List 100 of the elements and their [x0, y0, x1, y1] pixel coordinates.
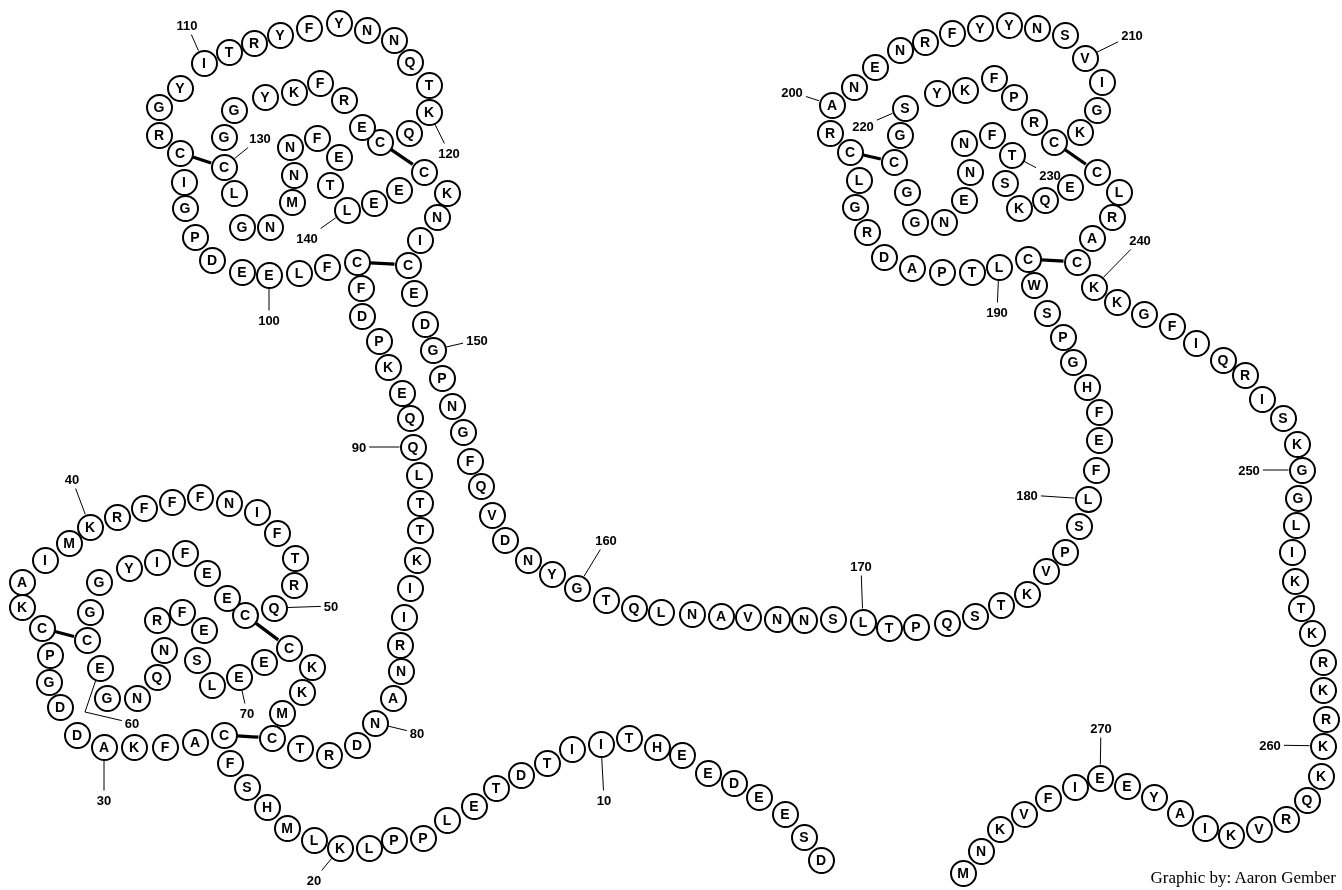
residue-number: 20 — [306, 873, 322, 887]
residue-circle: R — [145, 121, 173, 149]
residue-circle: F — [1082, 456, 1110, 484]
residue-circle: N — [123, 684, 151, 712]
residue-circle: E — [1086, 764, 1114, 792]
residue-circle: C — [210, 721, 238, 749]
residue-circle: I — [1278, 538, 1306, 566]
residue-circle: K — [326, 834, 354, 862]
residue-circle: N — [840, 73, 868, 101]
residue-circle: Q — [396, 48, 424, 76]
residue-circle: K — [1309, 732, 1337, 760]
residue-circle: E — [745, 783, 773, 811]
residue-circle: Q — [396, 404, 424, 432]
residue-circle: A — [181, 728, 209, 756]
residue-circle: M — [273, 814, 301, 842]
leader-line — [601, 757, 604, 791]
residue-circle: C — [1083, 158, 1111, 186]
residue-number: 30 — [96, 793, 112, 807]
residue-circle: F — [295, 14, 323, 42]
leader-line — [234, 147, 249, 159]
leader-line — [805, 96, 820, 102]
residue-circle: K — [415, 98, 443, 126]
credit-text: Graphic by: Aaron Gember — [1150, 868, 1336, 888]
disulfide-bond — [254, 621, 280, 642]
residue-circle: T — [998, 141, 1026, 169]
residue-circle: D — [491, 526, 519, 554]
residue-circle: N — [950, 129, 978, 157]
residue-circle: N — [380, 26, 408, 54]
residue-circle: F — [151, 733, 179, 761]
residue-circle: R — [1098, 203, 1126, 231]
residue-circle: P — [1049, 323, 1077, 351]
residue-circle: C — [275, 634, 303, 662]
residue-circle: K — [1217, 821, 1245, 849]
residue-circle: C — [1063, 248, 1091, 276]
residue-circle: C — [166, 139, 194, 167]
residue-circle: N — [956, 158, 984, 186]
residue-circle: N — [678, 600, 706, 628]
residue-circle: N — [353, 16, 381, 44]
residue-number: 190 — [986, 305, 1008, 319]
leader-line — [876, 112, 894, 121]
residue-circle: T — [286, 734, 314, 762]
residue-circle: K — [986, 815, 1014, 843]
residue-circle: G — [449, 418, 477, 446]
residue-circle: P — [365, 327, 393, 355]
residue-circle: K — [951, 76, 979, 104]
residue-circle: T — [1287, 594, 1315, 622]
leader-line — [368, 446, 400, 448]
residue-circle: E — [360, 189, 388, 217]
residue-circle: T — [482, 774, 510, 802]
residue-circle: D — [46, 693, 74, 721]
residue-circle: N — [276, 133, 304, 161]
residue-circle: V — [1032, 557, 1060, 585]
residue-circle: G — [419, 336, 447, 364]
residue-circle: F — [168, 598, 196, 626]
residue-circle: K — [433, 179, 461, 207]
residue-circle: D — [507, 761, 535, 789]
residue-circle: G — [563, 574, 591, 602]
residue-circle: A — [8, 568, 36, 596]
residue-circle: R — [386, 631, 414, 659]
disulfide-bond — [192, 155, 212, 165]
residue-circle: M — [278, 188, 306, 216]
residue-circle: Q — [933, 609, 961, 637]
residue-circle: K — [1307, 762, 1335, 790]
residue-circle: P — [1051, 538, 1079, 566]
residue-circle: Y — [1140, 783, 1168, 811]
residue-circle: G — [1130, 300, 1158, 328]
residue-number: 220 — [852, 119, 874, 133]
residue-circle: I — [143, 548, 171, 576]
residue-circle: W — [1020, 271, 1048, 299]
residue-circle: Q — [620, 594, 648, 622]
residue-circle: L — [198, 671, 226, 699]
residue-circle: R — [911, 28, 939, 56]
residue-circle: R — [1020, 108, 1048, 136]
residue-circle: H — [1073, 373, 1101, 401]
residue-circle: G — [1284, 484, 1312, 512]
leader-line — [75, 488, 86, 515]
residue-circle: A — [1166, 799, 1194, 827]
residue-circle: K — [120, 733, 148, 761]
leader-line — [190, 34, 199, 52]
residue-circle: D — [870, 243, 898, 271]
residue-circle: V — [1245, 815, 1273, 843]
residue-circle: N — [514, 546, 542, 574]
residue-circle: E — [250, 648, 278, 676]
residue-circle: T — [592, 586, 620, 614]
residue-circle: D — [343, 731, 371, 759]
residue-circle: F — [1034, 784, 1062, 812]
residue-circle: R — [1231, 361, 1259, 389]
residue-circle: S — [1051, 21, 1079, 49]
residue-circle: I — [406, 226, 434, 254]
residue-circle: K — [280, 78, 308, 106]
residue-circle: T — [215, 38, 243, 66]
residue-circle: R — [1312, 705, 1340, 733]
leader-line — [583, 549, 601, 577]
residue-circle: Y — [166, 74, 194, 102]
residue-circle: S — [183, 646, 211, 674]
residue-circle: E — [668, 741, 696, 769]
residue-circle: E — [190, 616, 218, 644]
residue-circle: I — [390, 603, 418, 631]
residue-circle: C — [836, 138, 864, 166]
residue-circle: N — [1023, 14, 1051, 42]
